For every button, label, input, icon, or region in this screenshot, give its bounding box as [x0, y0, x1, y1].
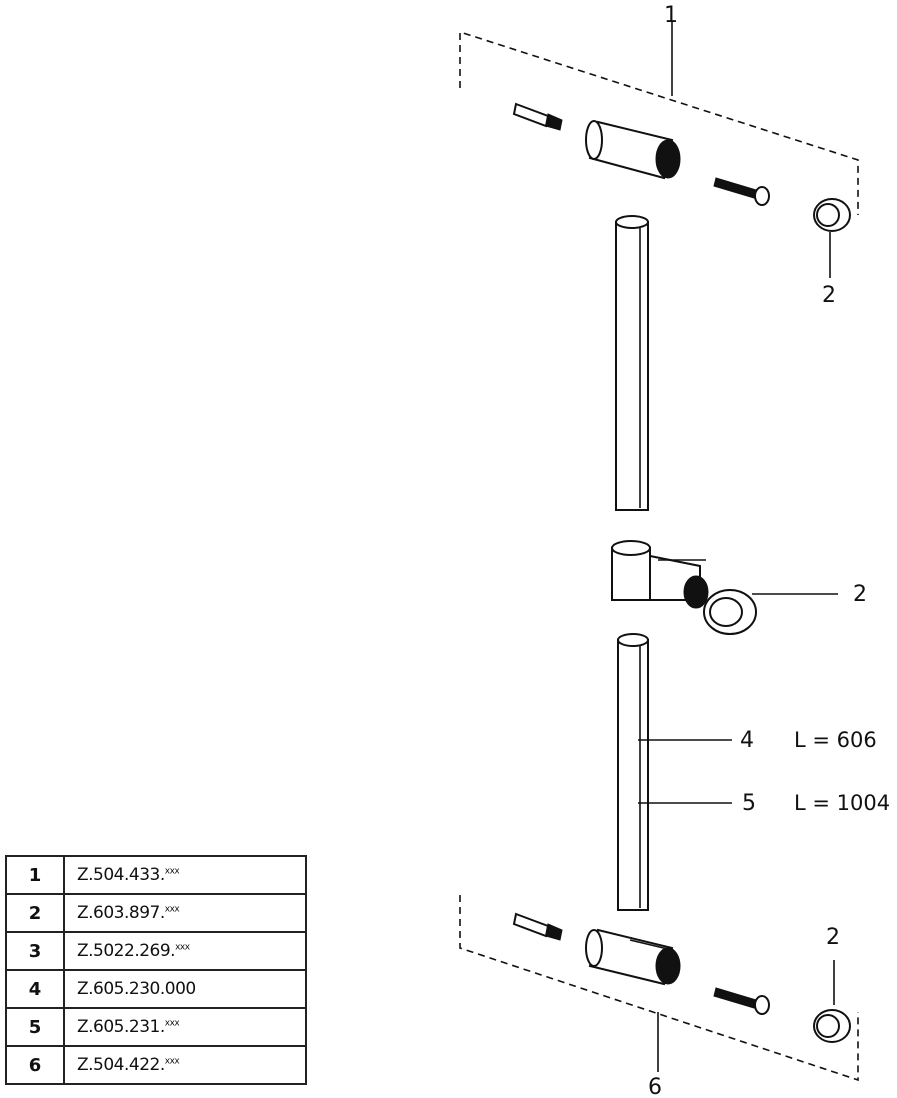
bottom-ring-cap: [813, 1009, 851, 1043]
part-number: 1: [5, 855, 65, 895]
part-code-suffix: xxx: [164, 904, 180, 915]
top-left-screw: [512, 102, 563, 131]
callout-top-ring: 2: [822, 283, 836, 308]
part-number: 5: [5, 1007, 65, 1047]
bottom-right-screw: [713, 987, 770, 1015]
callout-4: 4: [740, 728, 754, 753]
part-code-cell: Z.603.897.xxx: [63, 893, 307, 933]
part-code-suffix: xxx: [164, 1018, 180, 1029]
part-number: 6: [5, 1045, 65, 1085]
part-code-cell: Z.504.433.xxx: [63, 855, 307, 895]
part-code: Z.5022.269.: [77, 941, 176, 961]
bottom-assembly-group: [459, 895, 859, 1082]
callout-6: 6: [648, 1075, 662, 1098]
bottom-left-screw: [512, 912, 563, 941]
length-rod-long: L = 1004: [794, 791, 890, 815]
part-code-suffix: xxx: [164, 866, 180, 877]
part-code: Z.605.230.000: [77, 979, 196, 999]
part-code: Z.603.897.: [77, 903, 165, 923]
callout-slider: 2: [853, 582, 867, 607]
length-rod-short: L = 606: [794, 728, 877, 752]
part-code: Z.504.422.: [77, 1055, 165, 1075]
part-number: 4: [5, 969, 65, 1009]
lower-rod: [617, 633, 732, 911]
callout-bottom-ring: 2: [826, 925, 840, 950]
part-number: 3: [5, 931, 65, 971]
callout-1: 1: [664, 3, 678, 28]
top-right-screw: [713, 177, 770, 206]
top-ring-cap: [813, 198, 851, 232]
top-assembly-group: [459, 22, 859, 278]
part-code-suffix: xxx: [164, 1056, 180, 1067]
part-code-cell: Z.5022.269.xxx: [63, 931, 307, 971]
parts-table-row: 4 Z.605.230.000: [5, 969, 307, 1009]
part-code-cell: Z.605.231.xxx: [63, 1007, 307, 1047]
callout-5: 5: [742, 791, 756, 816]
bottom-bracket-holder: [585, 928, 681, 986]
slider-holder: [611, 540, 838, 635]
top-bracket-holder: [585, 120, 681, 180]
part-code: Z.504.433.: [77, 865, 165, 885]
part-code-cell: Z.605.230.000: [63, 969, 307, 1009]
part-code-cell: Z.504.422.xxx: [63, 1045, 307, 1085]
part-code: Z.605.231.: [77, 1017, 165, 1037]
upper-rod: [615, 215, 649, 511]
part-number: 2: [5, 893, 65, 933]
part-code-suffix: xxx: [175, 942, 190, 953]
